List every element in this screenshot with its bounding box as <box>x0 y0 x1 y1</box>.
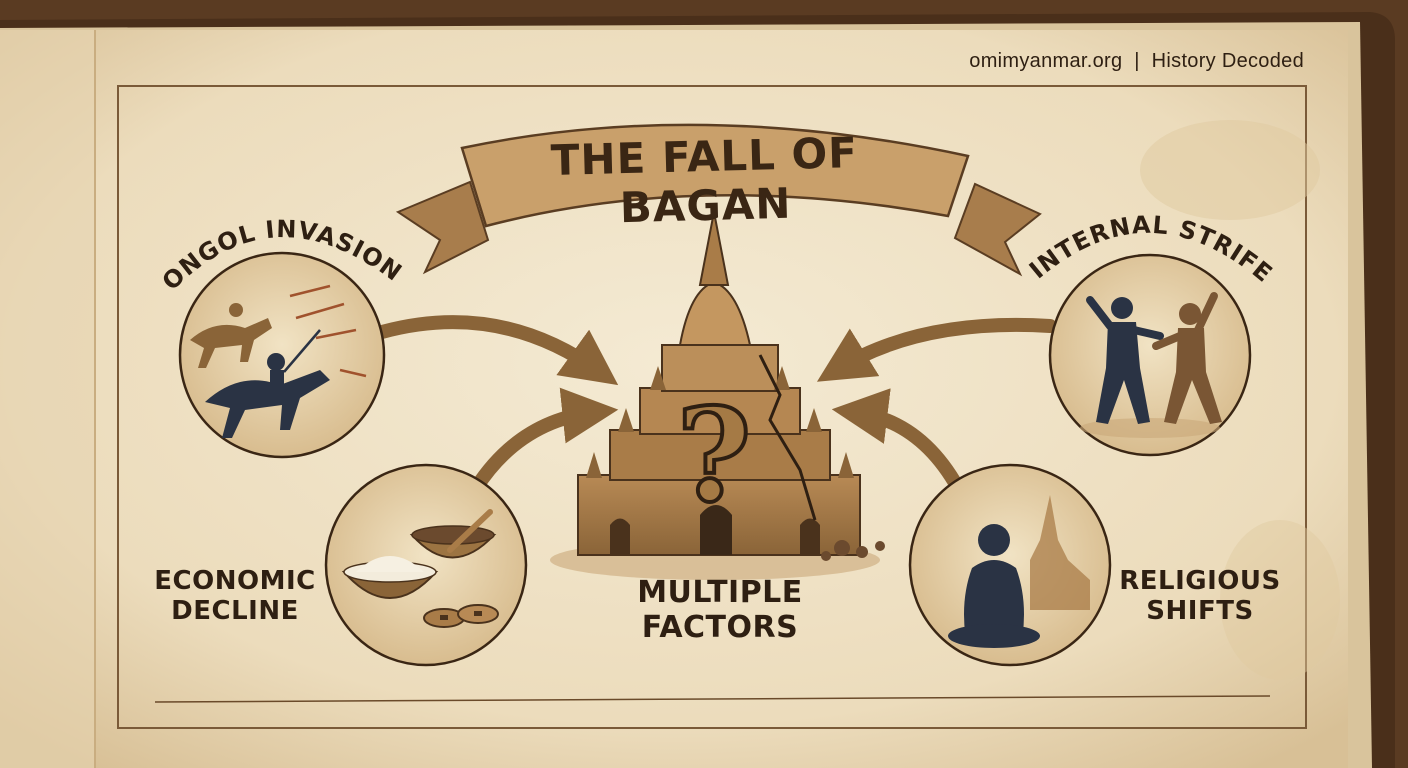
religious-label-line1: RELIGIOUS <box>1119 566 1281 596</box>
center-label-line1: MULTIPLE <box>637 575 803 610</box>
site-name: omimyanmar.org <box>969 50 1123 72</box>
internal-strife-medallion <box>1048 253 1252 457</box>
center-label: MULTIPLE FACTORS <box>600 575 840 645</box>
economic-label: ECONOMIC DECLINE <box>150 566 320 627</box>
site-credit: omimyanmar.org | History Decoded <box>969 50 1304 73</box>
religious-label: RELIGIOUS SHIFTS <box>1110 566 1290 627</box>
pagoda-silhouette-icon <box>1030 495 1090 610</box>
arrow-mongol <box>375 315 619 386</box>
series-name: History Decoded <box>1151 50 1304 72</box>
arrow-economic <box>469 387 619 495</box>
religious-label-line2: SHIFTS <box>1146 595 1254 626</box>
mongol-medallion <box>178 251 386 459</box>
rice-bowl-icon <box>341 556 439 599</box>
credit-separator: | <box>1134 50 1140 72</box>
cavalry-icon <box>190 303 330 438</box>
empty-bowl-icon <box>409 509 497 559</box>
title-banner <box>395 123 1042 277</box>
fighting-figures-icon <box>1086 292 1222 424</box>
coins-icon <box>423 604 499 628</box>
economic-label-line1: ECONOMIC <box>154 566 316 596</box>
center-label-line2: FACTORS <box>641 609 799 645</box>
bottom-rule <box>154 695 1271 703</box>
arrow-religious <box>831 388 965 495</box>
question-mark-icon: ? <box>677 381 752 531</box>
motion-arrows-icon <box>289 284 367 378</box>
page-title: THE FALL OF BAGAN <box>550 127 859 233</box>
economic-medallion <box>324 463 528 667</box>
page-frame <box>117 85 1307 729</box>
bagan-temple-illustration <box>550 211 885 580</box>
religious-medallion <box>908 463 1112 667</box>
arrow-internal <box>816 317 1057 382</box>
economic-label-line2: DECLINE <box>171 595 299 626</box>
meditating-monk-icon <box>948 524 1040 648</box>
